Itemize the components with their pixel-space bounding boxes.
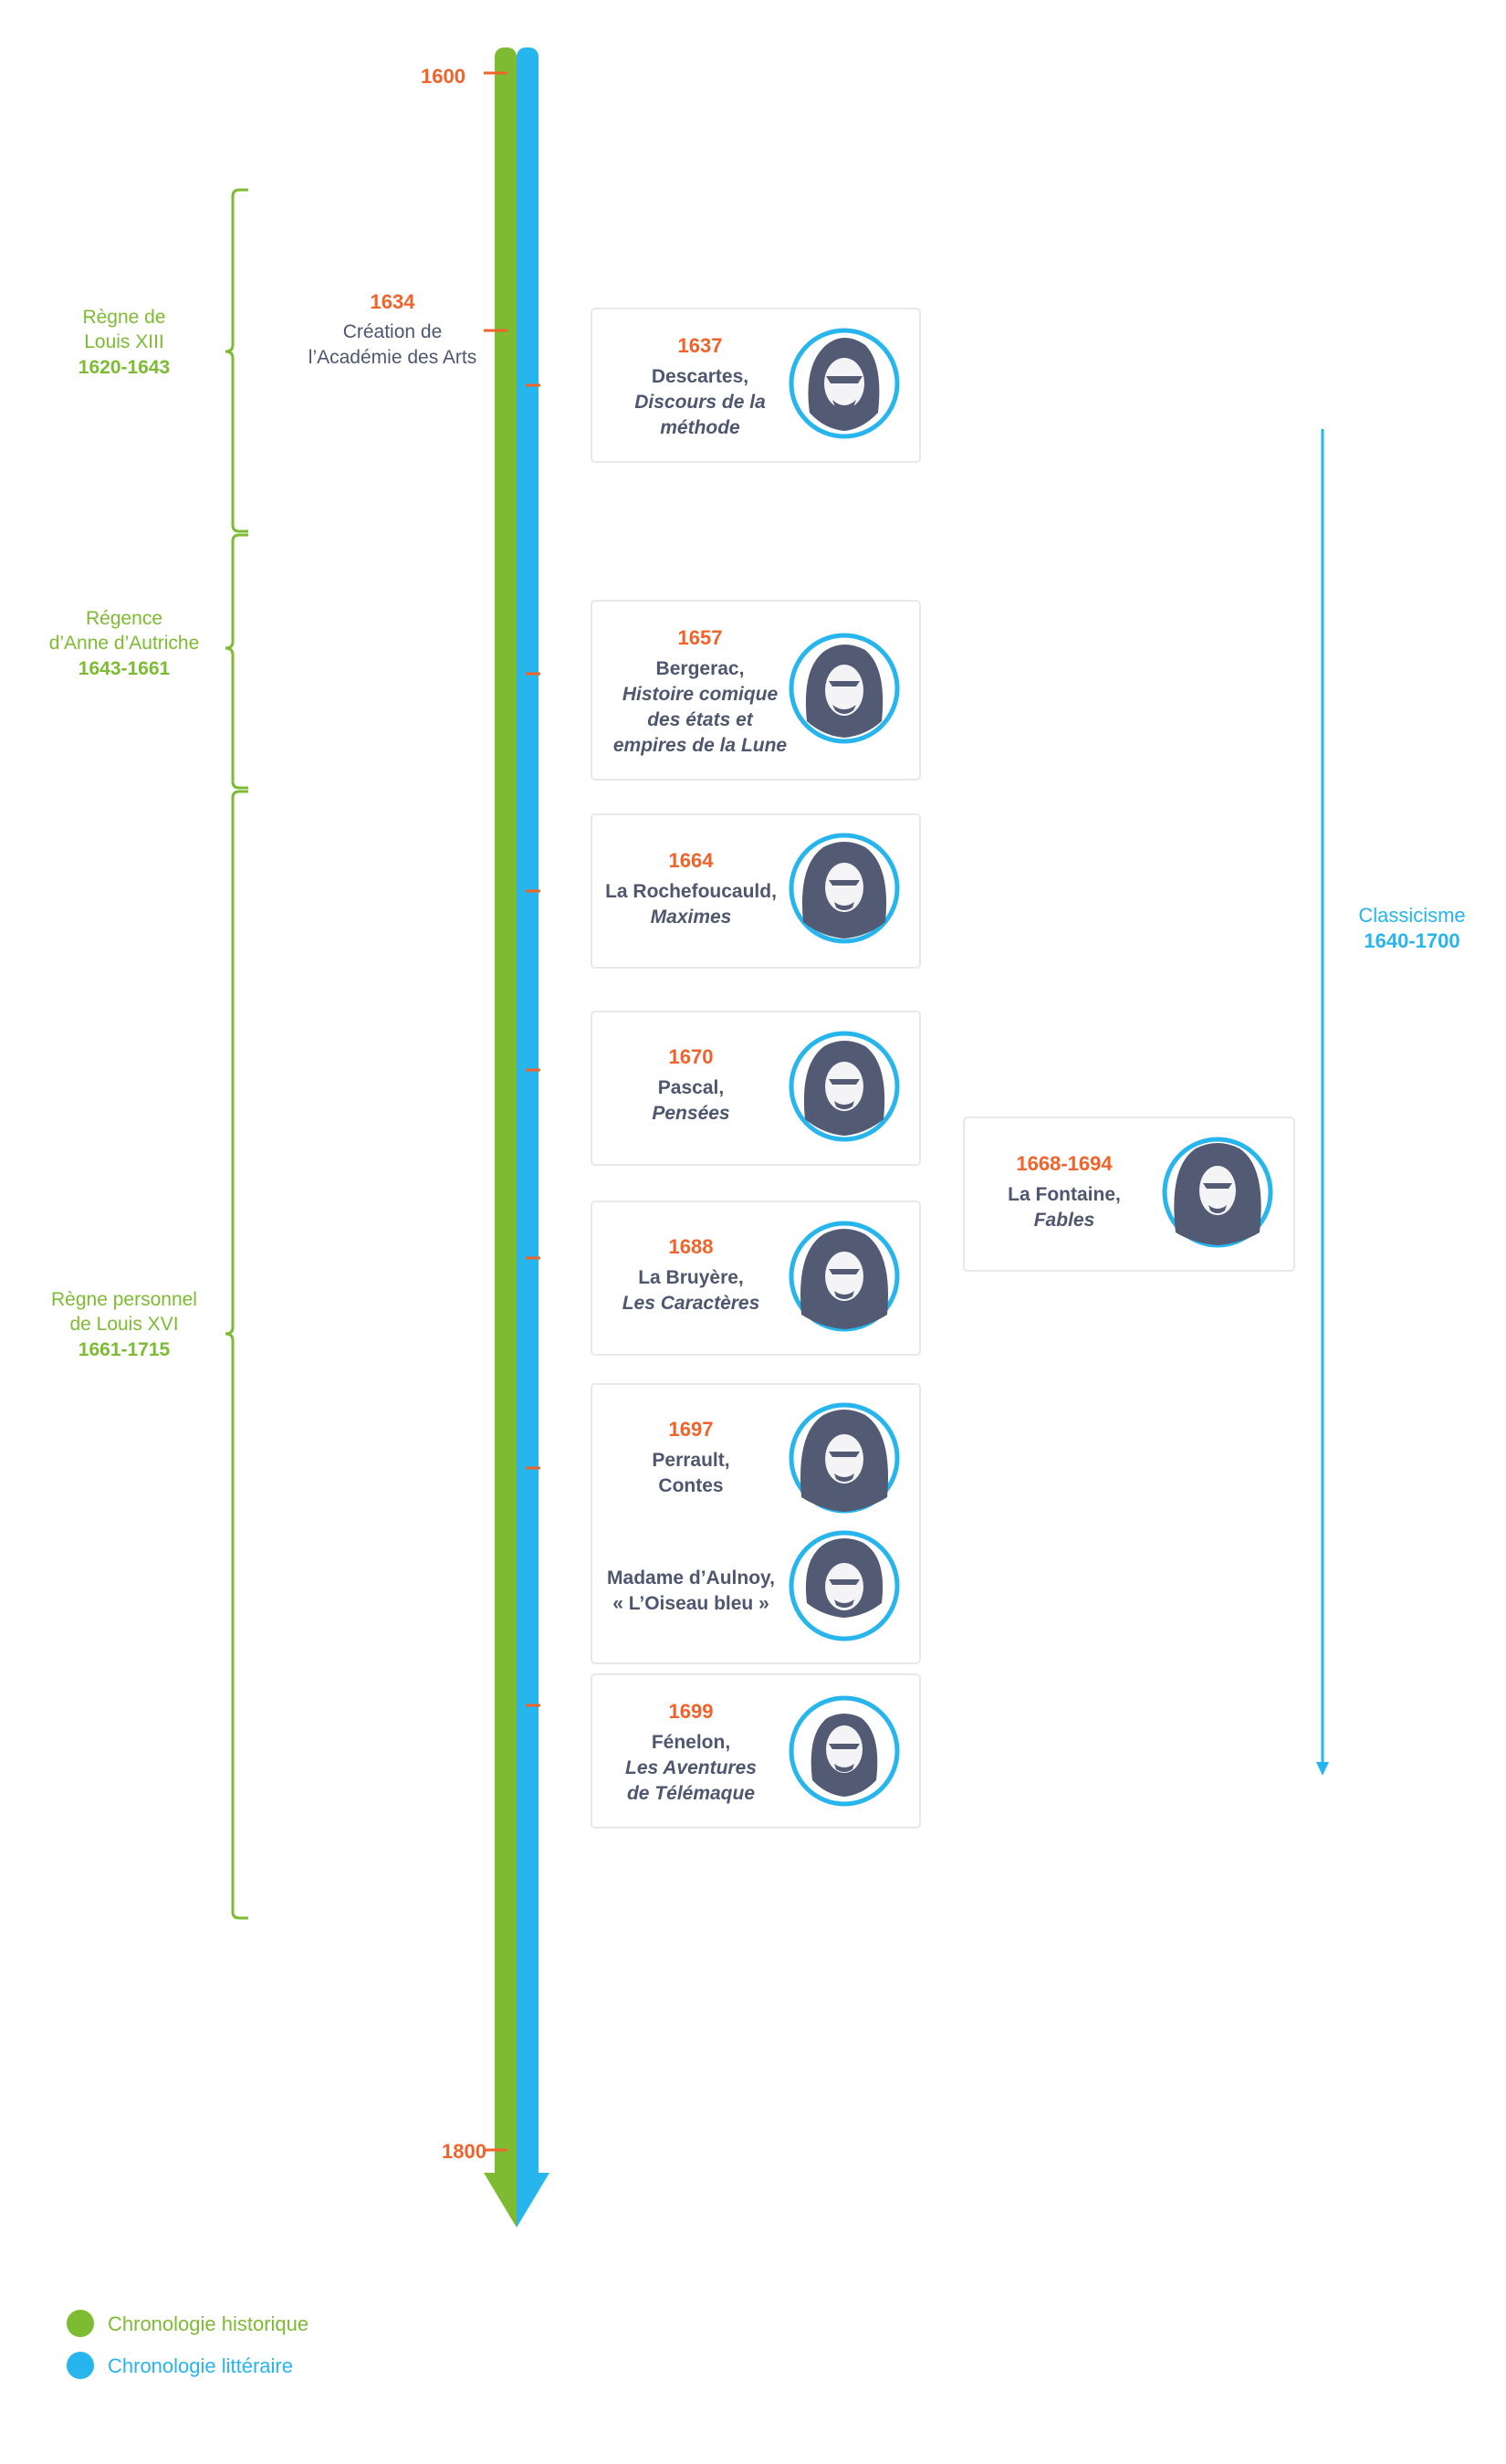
movement-name: Classicisme bbox=[1358, 904, 1465, 927]
event-line: Madame d’Aulnoy, bbox=[607, 1568, 775, 1588]
event-line: l’Académie des Arts bbox=[309, 347, 476, 368]
event-line: Pascal, bbox=[658, 1077, 724, 1098]
event-1634: 1634 Création de l’Académie des Arts bbox=[309, 290, 476, 368]
legend-item-literary: Chronologie littéraire bbox=[67, 2352, 293, 2379]
event-year: 1668-1694 bbox=[1016, 1152, 1113, 1175]
event-card-1697: 1697 Perrault, Contes Madame d’Aulnoy, «… bbox=[591, 1383, 921, 1664]
literary-arrowhead bbox=[517, 2173, 549, 2228]
event-line: Les Caractères bbox=[622, 1293, 760, 1314]
descartes-portrait-icon bbox=[789, 328, 900, 439]
movement-classicisme: Classicisme 1640-1700 bbox=[1316, 429, 1466, 1776]
legend-label: Chronologie littéraire bbox=[108, 2354, 293, 2377]
event-line: des états et bbox=[647, 709, 754, 730]
event-line: Histoire comique bbox=[622, 684, 779, 705]
event-year: 1697 bbox=[669, 1418, 714, 1441]
brace-louis-xiii bbox=[225, 188, 248, 533]
legend-swatch bbox=[67, 2352, 94, 2379]
pascal-portrait-icon bbox=[789, 1031, 900, 1142]
period-line: Règne personnel bbox=[51, 1289, 197, 1310]
period-label-regne-personnel: Règne personnel de Louis XVI 1661-1715 bbox=[51, 1289, 197, 1360]
event-card-1670: 1670 Pascal, Pensées bbox=[591, 1011, 921, 1166]
period-line: Régence bbox=[86, 608, 162, 629]
event-card-1699: 1699 Fénelon, Les Aventures de Télémaque bbox=[591, 1673, 921, 1829]
period-line: Louis XIII bbox=[84, 331, 164, 352]
period-years: 1643-1661 bbox=[78, 658, 171, 679]
event-line: Discours de la bbox=[634, 392, 766, 413]
brace-regne-personnel bbox=[225, 790, 248, 1920]
lafontaine-portrait-icon bbox=[1162, 1137, 1273, 1248]
event-line: Contes bbox=[658, 1475, 723, 1496]
event-line: La Rochefoucauld, bbox=[605, 881, 777, 902]
event-line: Maximes bbox=[651, 907, 732, 928]
bergerac-portrait-icon bbox=[789, 633, 900, 744]
event-line: Fénelon, bbox=[652, 1732, 730, 1753]
event-card-1688: 1688 La Bruyère, Les Caractères bbox=[591, 1201, 921, 1356]
legend-label: Chronologie historique bbox=[108, 2312, 309, 2335]
aulnoy-portrait-icon bbox=[789, 1530, 900, 1641]
movement-arrowhead bbox=[1316, 1762, 1329, 1776]
event-line: Création de bbox=[343, 321, 443, 342]
legend: Chronologie historique Chronologie litté… bbox=[67, 2310, 309, 2379]
legend-item-historical: Chronologie historique bbox=[67, 2310, 309, 2337]
event-year: 1688 bbox=[669, 1235, 714, 1258]
period-years: 1661-1715 bbox=[78, 1339, 171, 1360]
rochefoucauld-portrait-icon bbox=[789, 833, 900, 944]
legend-swatch bbox=[67, 2310, 94, 2337]
event-line: Descartes, bbox=[652, 366, 748, 387]
literary-timeline-bar bbox=[517, 47, 539, 2182]
event-line: La Fontaine, bbox=[1008, 1184, 1121, 1205]
event-card-1657: 1657 Bergerac, Histoire comique des état… bbox=[591, 600, 921, 781]
event-year: 1637 bbox=[678, 334, 723, 357]
event-line: « L’Oiseau bleu » bbox=[612, 1593, 769, 1614]
period-years: 1620-1643 bbox=[78, 357, 170, 378]
event-card-1668-1694: 1668-1694 La Fontaine, Fables bbox=[963, 1117, 1295, 1272]
event-line: Bergerac, bbox=[656, 658, 745, 679]
event-year: 1657 bbox=[678, 626, 723, 649]
bruyere-portrait-icon bbox=[789, 1221, 900, 1332]
event-card-1664: 1664 La Rochefoucauld, Maximes bbox=[591, 813, 921, 969]
period-line: d’Anne d’Autriche bbox=[49, 633, 200, 654]
brace-regence bbox=[225, 533, 248, 790]
historical-periods bbox=[225, 188, 248, 1920]
movement-years: 1640-1700 bbox=[1364, 929, 1459, 952]
event-year: 1634 bbox=[371, 290, 416, 313]
period-line: Règne de bbox=[82, 307, 165, 328]
event-line: La Bruyère, bbox=[638, 1267, 744, 1288]
historical-arrowhead bbox=[484, 2173, 517, 2228]
period-label-louis-xiii: Règne de Louis XIII 1620-1643 bbox=[78, 307, 170, 378]
period-label-regence: Régence d’Anne d’Autriche 1643-1661 bbox=[49, 608, 200, 679]
event-year: 1699 bbox=[669, 1700, 714, 1723]
event-line: de Télémaque bbox=[627, 1783, 755, 1804]
axis-start-label: 1600 bbox=[421, 65, 465, 88]
fenelon-portrait-icon bbox=[789, 1695, 900, 1807]
event-line: empires de la Lune bbox=[613, 735, 788, 756]
event-line: Pensées bbox=[652, 1103, 729, 1124]
event-year: 1664 bbox=[669, 849, 715, 872]
axis-end-label: 1800 bbox=[442, 2140, 486, 2163]
event-card-1637: 1637 Descartes, Discours de la méthode bbox=[591, 308, 921, 463]
event-line: Perrault, bbox=[652, 1450, 729, 1471]
event-year: 1670 bbox=[669, 1045, 714, 1068]
perrault-portrait-icon bbox=[789, 1402, 900, 1514]
event-line: méthode bbox=[660, 417, 740, 438]
historical-timeline-bar bbox=[495, 47, 517, 2182]
event-line: Les Aventures bbox=[625, 1757, 757, 1778]
period-line: de Louis XVI bbox=[69, 1314, 178, 1335]
timeline-axis: 1600 1800 bbox=[421, 47, 549, 2228]
event-line: Fables bbox=[1034, 1210, 1095, 1231]
